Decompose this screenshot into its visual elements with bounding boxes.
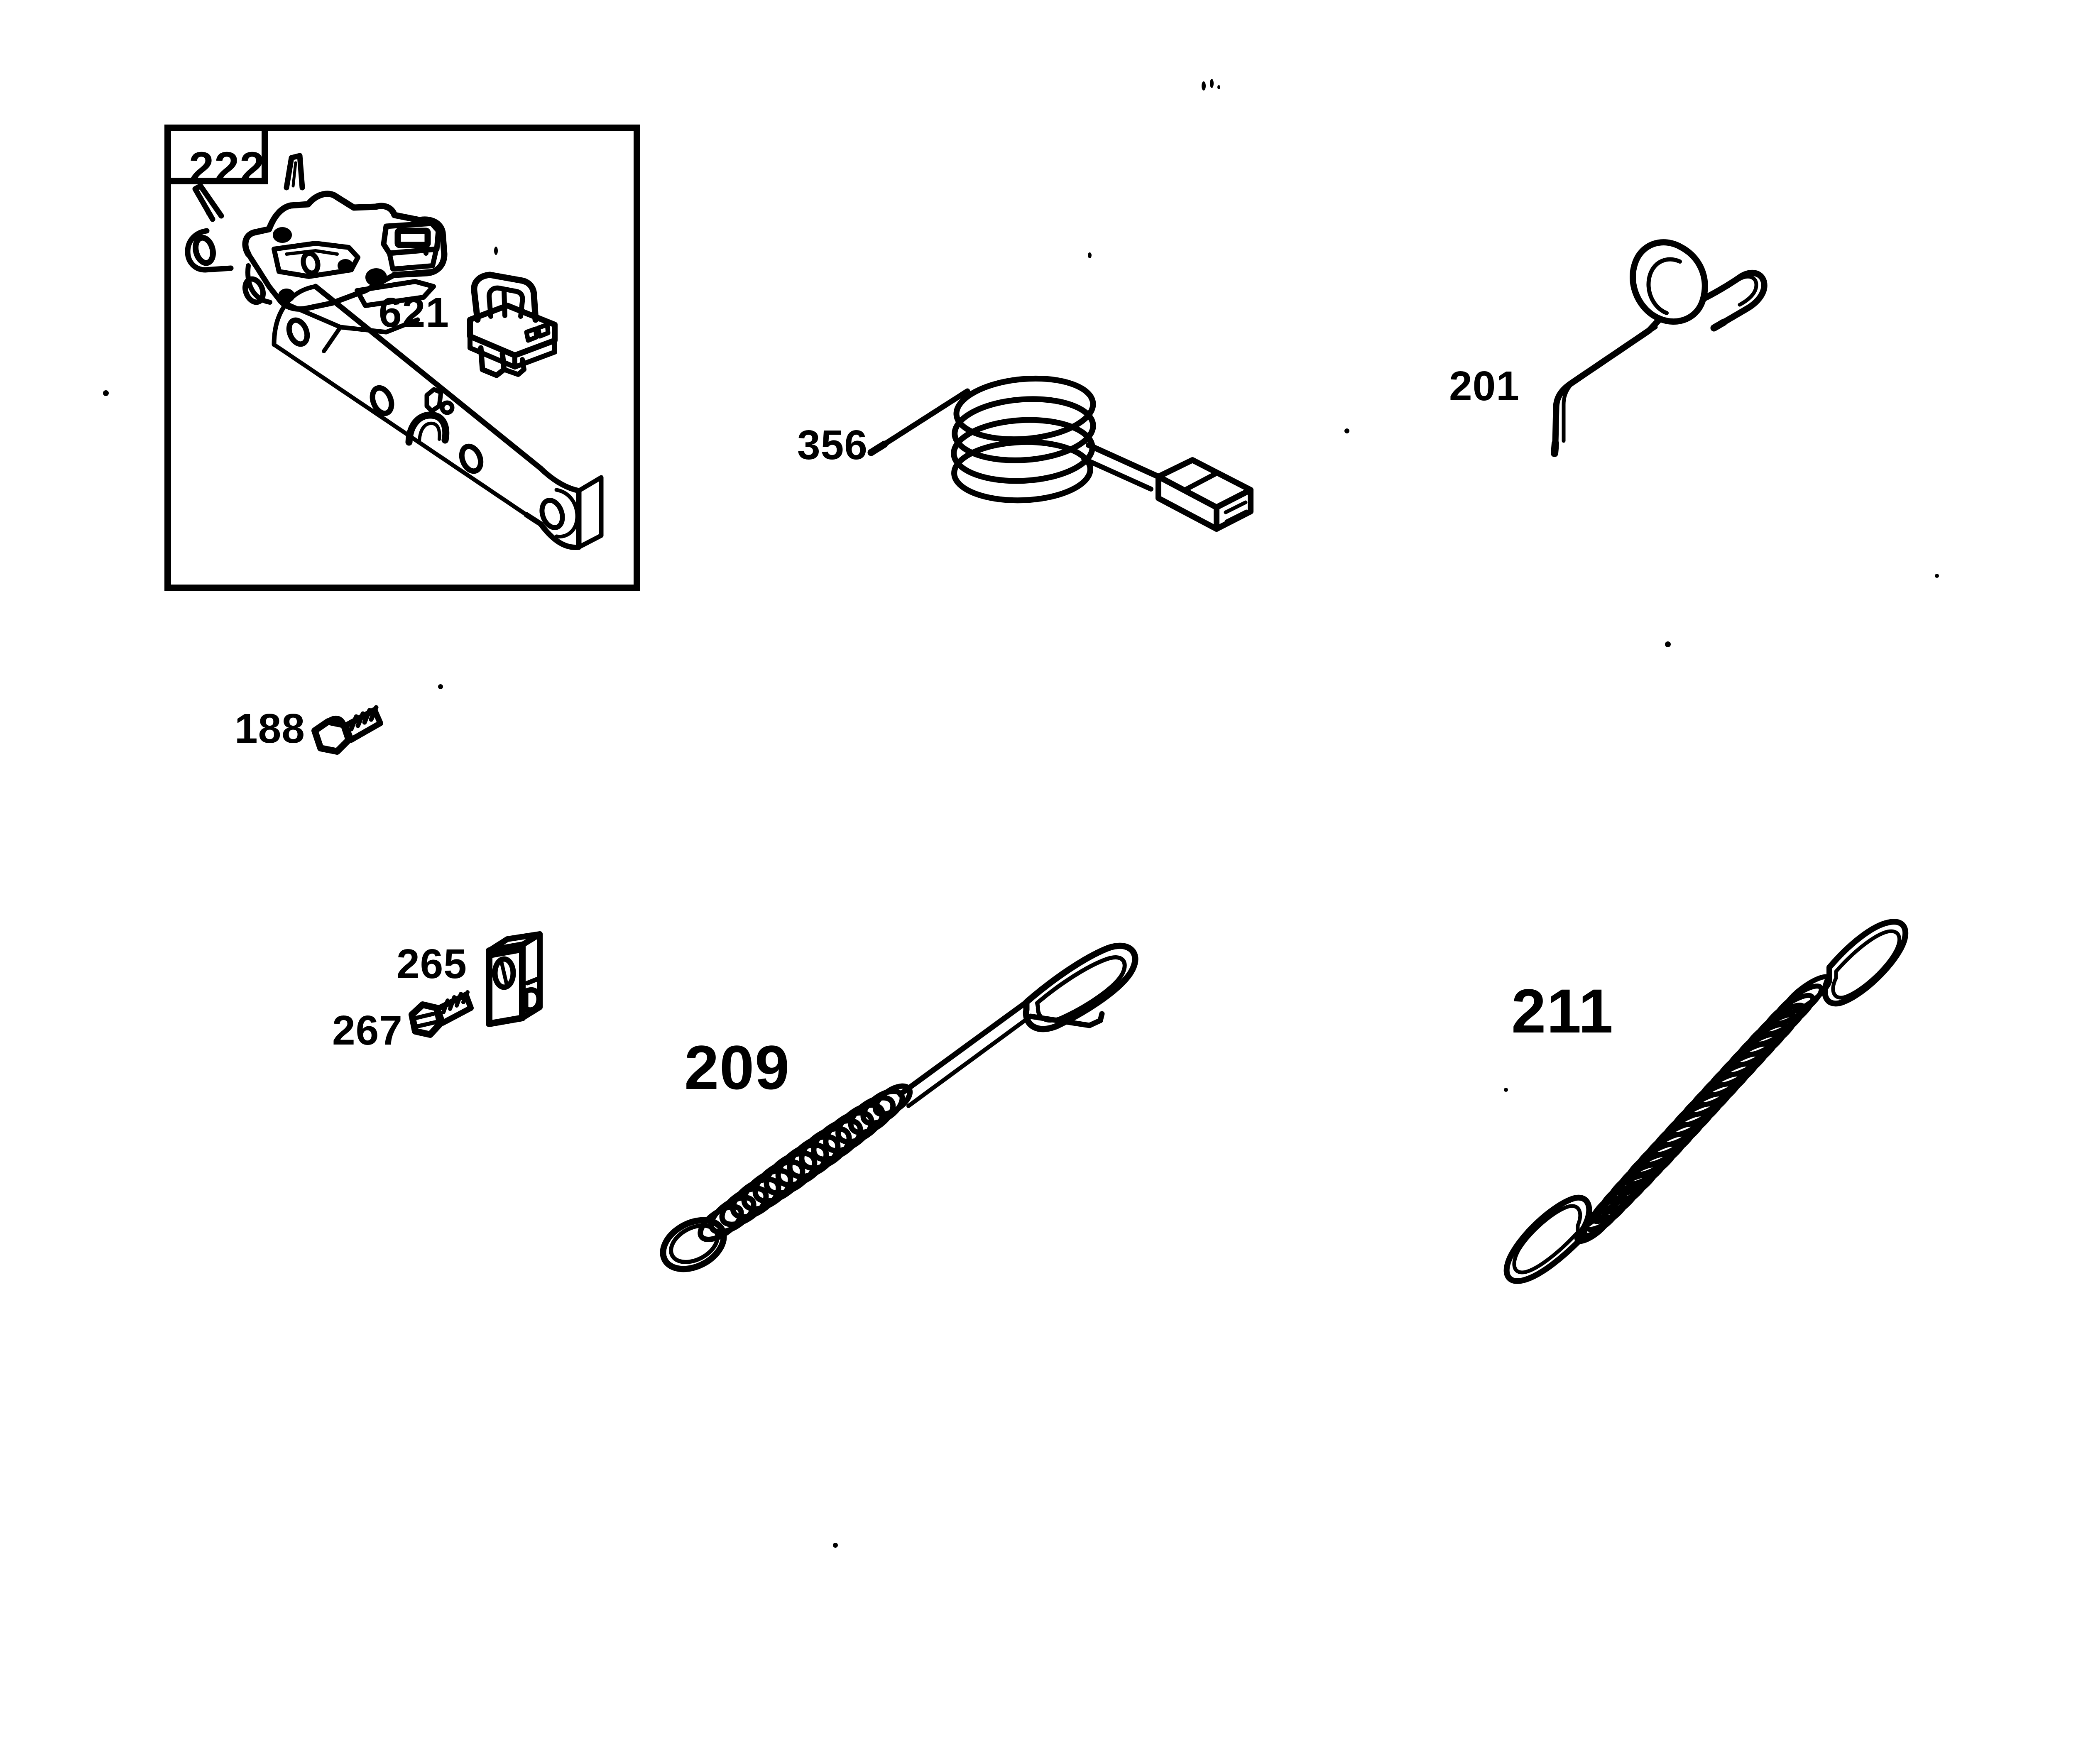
part-201-wire-spring [1551,239,1768,457]
scan-speck [1202,81,1206,91]
part-188-screw [311,705,383,755]
callout-356: 356 [797,422,868,468]
part-222-bracket [185,153,604,550]
scan-speck [438,684,443,689]
panel-222-frame [164,125,640,591]
scan-speck [1344,428,1349,433]
scan-speck [1504,1088,1508,1092]
scan-speck [494,247,498,255]
part-209-spring [660,942,1138,1272]
callout-211: 211 [1511,976,1614,1046]
part-621-clip [467,272,558,378]
panel-222-tag-box [164,125,268,184]
scan-speck [1210,79,1214,88]
scan-speck [1088,252,1092,258]
callout-222: 222 [189,142,265,193]
callout-621: 621 [379,289,449,336]
callout-188: 188 [235,705,305,752]
part-267-screw [409,990,474,1038]
scan-speck [833,1543,838,1548]
scan-speck [424,251,428,256]
callout-265: 265 [397,941,467,987]
part-356-wire-lead [867,375,1253,532]
scan-speck [1665,641,1671,647]
callout-201: 201 [1449,363,1520,409]
callout-209: 209 [684,1032,790,1102]
scan-speck [103,390,109,396]
scan-speck [1217,85,1220,89]
callout-267: 267 [332,1007,403,1054]
part-211-spring [1503,919,1909,1284]
scan-speck [1935,574,1939,578]
part-265-block [486,931,543,1027]
